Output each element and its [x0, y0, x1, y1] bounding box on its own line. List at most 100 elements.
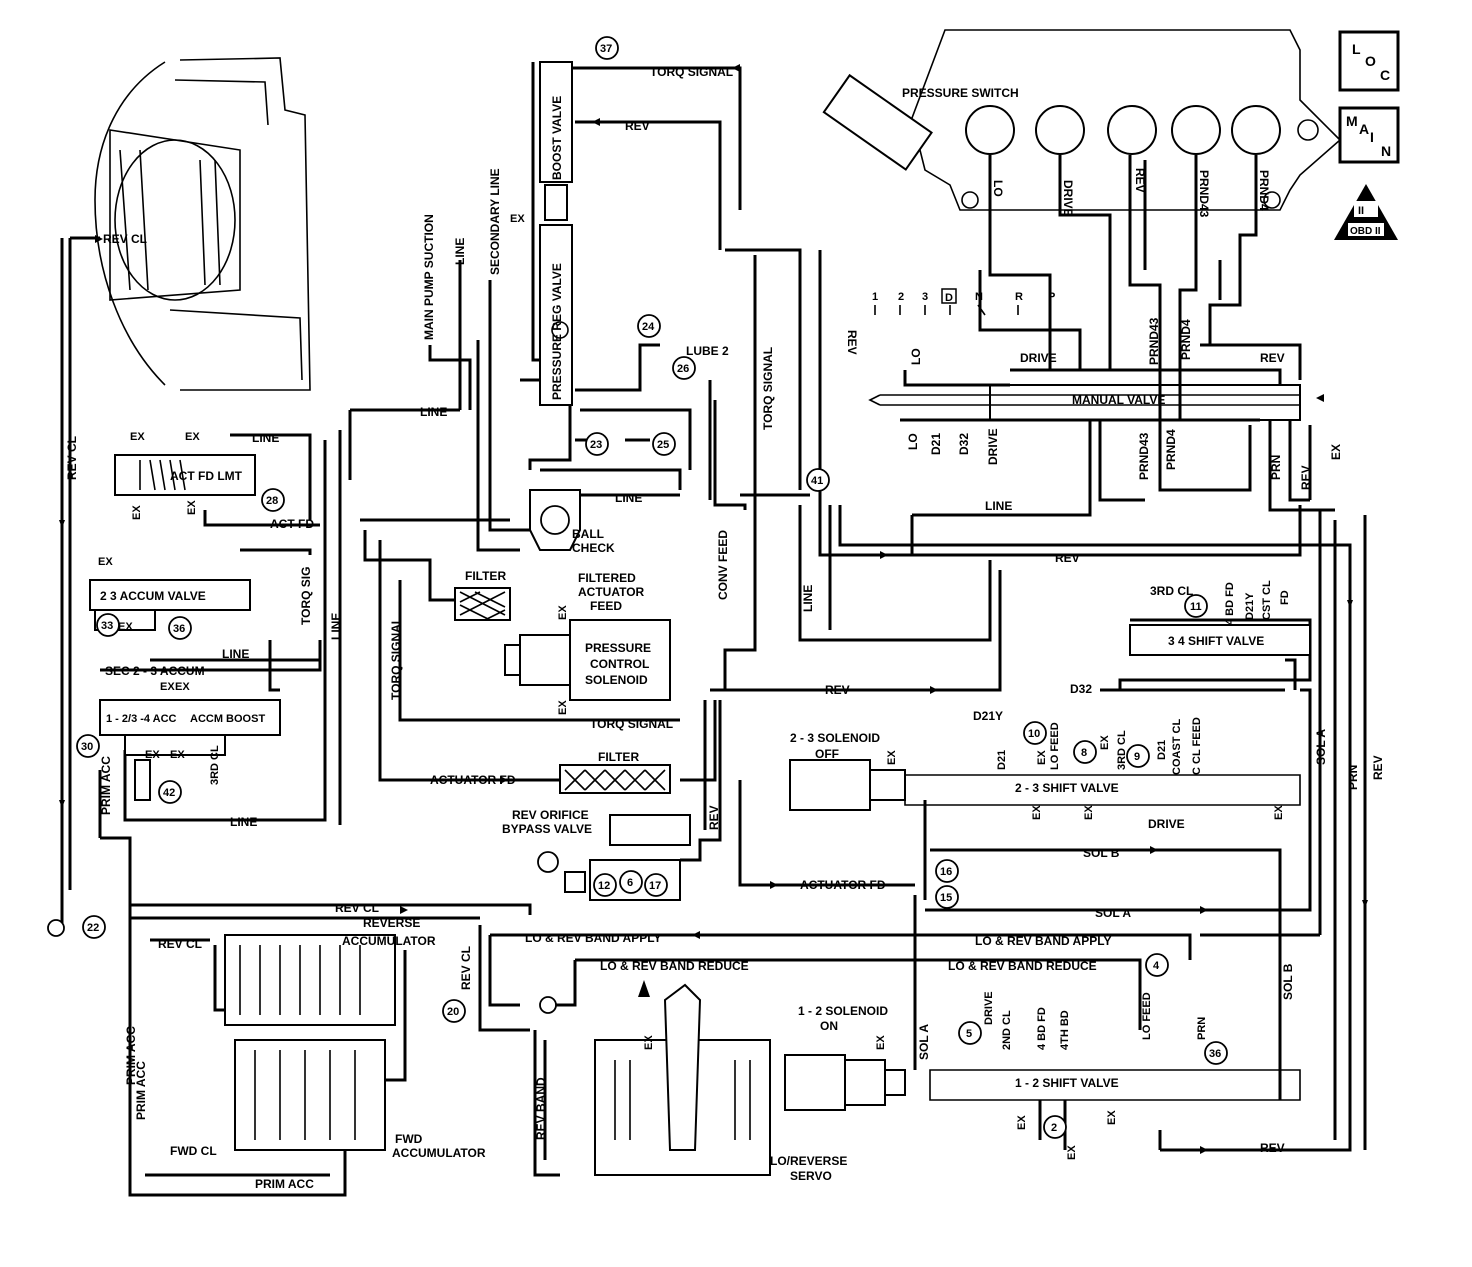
svg-text:TORQ SIGNAL: TORQ SIGNAL	[650, 65, 733, 79]
svg-text:ACCUMULATOR: ACCUMULATOR	[392, 1146, 486, 1160]
ball-check	[529, 489, 581, 551]
svg-text:DRIVE: DRIVE	[986, 428, 1000, 465]
svg-text:REV: REV	[625, 119, 650, 133]
svg-text:ACTUATOR FD: ACTUATOR FD	[800, 878, 886, 892]
svg-text:LO & REV BAND REDUCE: LO & REV BAND REDUCE	[600, 959, 749, 973]
svg-text:EX: EX	[118, 621, 133, 633]
svg-text:LINE: LINE	[252, 431, 279, 445]
svg-text:LINE: LINE	[230, 815, 257, 829]
svg-text:EX: EX	[1066, 1145, 1078, 1160]
svg-text:4: 4	[1153, 960, 1160, 972]
svg-text:R: R	[1015, 291, 1023, 303]
svg-text:LO: LO	[991, 180, 1005, 197]
accum-valve-23	[89, 579, 251, 631]
svg-text:ACT FD: ACT FD	[270, 517, 314, 531]
callout-16: 16	[935, 859, 959, 883]
svg-text:42: 42	[163, 787, 175, 799]
svg-text:LINE: LINE	[420, 405, 447, 419]
svg-text:D32: D32	[1070, 682, 1092, 696]
callout-6: 6	[619, 870, 643, 894]
main-badge: M A I N	[1338, 106, 1400, 164]
svg-text:EX: EX	[160, 681, 175, 693]
callout-36b: 36	[1204, 1041, 1228, 1065]
svg-text:ACT FD LMT: ACT FD LMT	[170, 469, 243, 483]
svg-text:36: 36	[173, 623, 185, 635]
svg-text:FWD CL: FWD CL	[170, 1144, 217, 1158]
svg-text:I: I	[1370, 129, 1374, 145]
callout-37: 37	[595, 36, 619, 60]
svg-text:EX: EX	[1036, 750, 1048, 765]
shift-valve-34-body	[1129, 624, 1311, 656]
svg-text:M: M	[1346, 113, 1358, 129]
fwd-accumulator	[234, 1039, 386, 1151]
svg-text:N: N	[975, 291, 983, 303]
svg-text:10: 10	[1028, 728, 1040, 740]
svg-text:PRESSURE REG VALVE: PRESSURE REG VALVE	[550, 263, 564, 400]
callout-25: 25	[652, 432, 676, 456]
svg-text:3RD CL: 3RD CL	[1150, 584, 1193, 598]
svg-text:N: N	[1381, 143, 1391, 159]
svg-text:TORQ SIGNAL: TORQ SIGNAL	[761, 347, 775, 430]
solenoid-12	[784, 1054, 906, 1111]
svg-text:FWD: FWD	[395, 1132, 423, 1146]
pressure-reg-valve	[539, 224, 573, 406]
acc-valve-1234	[99, 699, 281, 801]
svg-text:17: 17	[649, 880, 661, 892]
svg-text:ACTUATOR: ACTUATOR	[578, 585, 645, 599]
svg-text:LO FEED: LO FEED	[1141, 992, 1153, 1040]
svg-text:LINE: LINE	[329, 613, 343, 640]
svg-text:COAST CL: COAST CL	[1171, 719, 1183, 776]
svg-text:12: 12	[598, 880, 610, 892]
svg-text:28: 28	[266, 495, 278, 507]
callout-33: 33	[96, 613, 120, 637]
svg-text:D21: D21	[996, 750, 1008, 770]
svg-text:EX: EX	[98, 556, 113, 568]
svg-text:EX: EX	[1106, 1110, 1118, 1125]
svg-text:PRND4: PRND4	[1179, 319, 1193, 360]
svg-text:22: 22	[87, 922, 99, 934]
svg-text:OFF: OFF	[815, 747, 839, 761]
callout-24: 24	[637, 314, 661, 338]
svg-text:SEC 2 - 3 ACCUM: SEC 2 - 3 ACCUM	[105, 664, 205, 678]
svg-text:PRIM ACC: PRIM ACC	[99, 756, 113, 815]
svg-text:SOL A: SOL A	[1314, 729, 1328, 765]
svg-text:REV: REV	[1371, 755, 1385, 780]
svg-text:3RD CL: 3RD CL	[1116, 730, 1128, 770]
callout-41: 41	[806, 468, 830, 492]
callout-5: 5	[958, 1021, 982, 1045]
svg-text:REV CL: REV CL	[335, 901, 379, 915]
callout-circles: 37 24 26 23 25 28 41 33 36 30 42 11 10 8…	[47, 36, 1228, 1139]
svg-text:5: 5	[966, 1028, 972, 1040]
svg-text:LO & REV BAND APPLY: LO & REV BAND APPLY	[975, 934, 1111, 948]
svg-text:DRIVE: DRIVE	[1061, 180, 1075, 217]
svg-text:ACTUATOR FD: ACTUATOR FD	[430, 773, 516, 787]
svg-text:EX: EX	[145, 749, 160, 761]
svg-text:EX: EX	[557, 605, 569, 620]
svg-text:SOL A: SOL A	[917, 1024, 931, 1060]
svg-text:9: 9	[1134, 751, 1140, 763]
svg-text:CST CL: CST CL	[1261, 580, 1273, 620]
svg-text:REV: REV	[1055, 551, 1080, 565]
svg-text:EX: EX	[130, 431, 145, 443]
svg-text:REV: REV	[845, 330, 859, 355]
svg-text:P: P	[1048, 291, 1055, 303]
callout-15: 15	[935, 885, 959, 909]
diagram-labels: REV CL REV CL MAIN PUMP SUCTION LINE SEC…	[65, 65, 1385, 1191]
callout-2: 2	[1043, 1115, 1067, 1139]
svg-text:SOL A: SOL A	[1095, 906, 1131, 920]
svg-text:REV: REV	[825, 683, 850, 697]
svg-text:LO: LO	[906, 433, 920, 450]
svg-text:D21: D21	[929, 433, 943, 455]
svg-text:SERVO: SERVO	[790, 1169, 832, 1183]
callout-36a: 36	[168, 616, 192, 640]
svg-text:EX: EX	[1083, 805, 1095, 820]
callout-23: 23	[585, 432, 609, 456]
svg-text:1: 1	[872, 291, 878, 303]
svg-text:PRND43: PRND43	[1147, 317, 1161, 365]
svg-text:30: 30	[81, 741, 93, 753]
obd-ii-badge: II OBD II	[1334, 184, 1398, 240]
svg-text:2 - 3 SHIFT VALVE: 2 - 3 SHIFT VALVE	[1015, 781, 1119, 795]
callout-17: 17	[644, 873, 668, 897]
svg-text:36: 36	[1209, 1048, 1221, 1060]
